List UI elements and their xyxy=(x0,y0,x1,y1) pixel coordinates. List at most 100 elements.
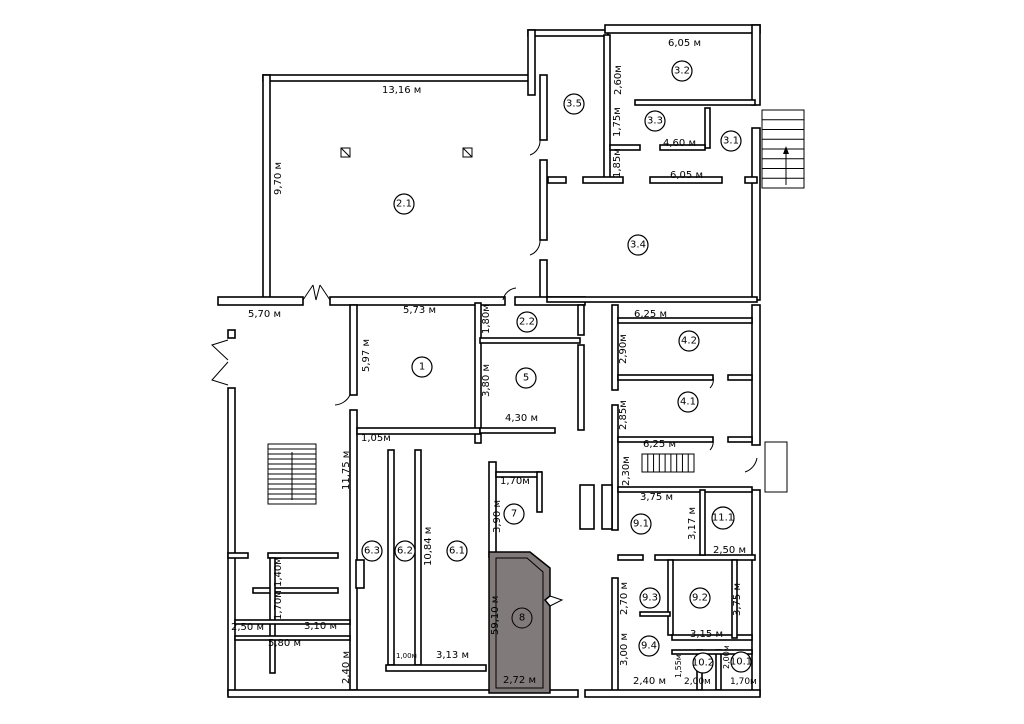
room-label: 3.4 xyxy=(630,240,646,251)
wall xyxy=(601,484,613,530)
room-8[interactable]: 8 xyxy=(511,607,533,629)
dimension: 3,10 м xyxy=(304,621,337,632)
wall xyxy=(609,144,641,151)
dimension: 13,16 м xyxy=(382,85,421,96)
wall xyxy=(639,611,671,617)
wall xyxy=(227,552,249,559)
dimension: 6,05 м xyxy=(668,38,701,49)
dimension: 1,70м xyxy=(500,476,530,487)
dimension: 1,00м xyxy=(396,652,417,660)
dimension: 3,75 м xyxy=(640,492,673,503)
dimension-labels: 13,16 м 9,70 м 6,05 м 2,60м 1,75м 4,60 м… xyxy=(231,38,757,687)
wall xyxy=(536,471,543,513)
wall xyxy=(479,337,581,344)
dimension: 1,70м xyxy=(273,590,284,620)
room-9-1[interactable]: 9.1 xyxy=(630,513,652,535)
room-4-1[interactable]: 4.1 xyxy=(677,391,699,413)
room-3-1[interactable]: 3.1 xyxy=(720,130,742,152)
wall xyxy=(546,296,758,303)
wall xyxy=(527,29,536,96)
dimension: 3,90 м xyxy=(492,500,503,533)
wall xyxy=(611,304,619,391)
dimension: 3,00 м xyxy=(619,633,630,666)
room-label: 2.1 xyxy=(396,199,412,210)
wall xyxy=(579,484,595,530)
wall xyxy=(577,304,585,336)
wall xyxy=(227,387,236,696)
dimension: 5,70 м xyxy=(248,309,281,320)
wall xyxy=(603,34,611,181)
stair-left xyxy=(267,443,317,505)
room-10-1[interactable]: 10.1 xyxy=(730,651,752,673)
wall xyxy=(227,329,236,339)
room-label: 4.2 xyxy=(681,336,697,347)
wall xyxy=(617,436,714,443)
room-3-4[interactable]: 3.4 xyxy=(627,234,649,256)
room-1[interactable]: 1 xyxy=(411,356,433,378)
dimension: 4,60 м xyxy=(663,138,696,149)
wall xyxy=(715,649,722,691)
room-6-3[interactable]: 6.3 xyxy=(361,540,383,562)
dimension: 3,75 м xyxy=(732,583,743,616)
stair-right-entrance xyxy=(761,109,805,189)
wall xyxy=(262,74,271,301)
wall xyxy=(584,689,761,698)
room-label: 9.2 xyxy=(692,593,708,604)
room-6-1[interactable]: 6.1 xyxy=(446,540,468,562)
dimension: 2,40 м xyxy=(633,676,666,687)
dimension: 6,25 м xyxy=(643,439,676,450)
room-10-2[interactable]: 10.2 xyxy=(692,652,714,674)
wall xyxy=(671,634,753,641)
dimension: 11,75 м xyxy=(341,451,352,490)
room-3-5[interactable]: 3.5 xyxy=(563,93,585,115)
room-label: 11.1 xyxy=(712,513,734,524)
dimension: 2,50 м xyxy=(713,545,746,556)
dimension: 2,90м xyxy=(618,334,629,364)
wall xyxy=(649,176,723,184)
wall xyxy=(699,489,706,556)
room-6-2[interactable]: 6.2 xyxy=(394,540,416,562)
dimension: 59,10 м xyxy=(490,596,501,635)
room-4-2[interactable]: 4.2 xyxy=(678,330,700,352)
room-3-3[interactable]: 3.3 xyxy=(644,110,666,132)
dimension: 1,55м xyxy=(674,654,683,678)
dimension: 2,50 м xyxy=(231,622,264,633)
wall xyxy=(414,449,422,666)
room-5[interactable]: 5 xyxy=(515,367,537,389)
wall xyxy=(751,127,761,301)
room-7[interactable]: 7 xyxy=(503,503,525,525)
dimension: 6,25 м xyxy=(634,309,667,320)
wall xyxy=(634,99,756,106)
walls xyxy=(217,24,761,698)
door-icons xyxy=(211,139,758,607)
dimension: 9,70 м xyxy=(273,162,284,195)
dimension: 5,73 м xyxy=(403,305,436,316)
room-11-1[interactable]: 11.1 xyxy=(711,506,735,530)
room-2-2[interactable]: 2.2 xyxy=(516,311,538,333)
wall xyxy=(604,24,761,34)
room-label: 6.3 xyxy=(364,546,380,557)
wall xyxy=(611,404,619,531)
room-2-1[interactable]: 2.1 xyxy=(393,193,415,215)
room-9-4[interactable]: 9.4 xyxy=(638,635,660,657)
room-3-2[interactable]: 3.2 xyxy=(671,60,693,82)
room-labels: 2.1 3.5 3.2 3.3 3.1 3.4 2.2 1 5 4.2 4.1 … xyxy=(361,60,752,674)
room-9-2[interactable]: 9.2 xyxy=(689,587,711,609)
columns-icon xyxy=(340,147,473,158)
room-label: 6.1 xyxy=(449,546,465,557)
room-label: 6.2 xyxy=(397,546,413,557)
wall xyxy=(355,559,365,589)
room-9-3[interactable]: 9.3 xyxy=(639,587,661,609)
room-label: 9.4 xyxy=(641,641,657,652)
wall xyxy=(611,577,619,694)
wall xyxy=(751,24,761,106)
wall xyxy=(387,449,395,666)
wall xyxy=(527,29,609,37)
wall xyxy=(582,176,624,184)
room-label: 5 xyxy=(523,373,529,384)
room-label: 3.1 xyxy=(723,136,739,147)
wall xyxy=(751,489,761,696)
dimension: 3,17 м xyxy=(687,507,698,540)
room-label: 3.2 xyxy=(674,66,690,77)
wall xyxy=(659,144,706,151)
